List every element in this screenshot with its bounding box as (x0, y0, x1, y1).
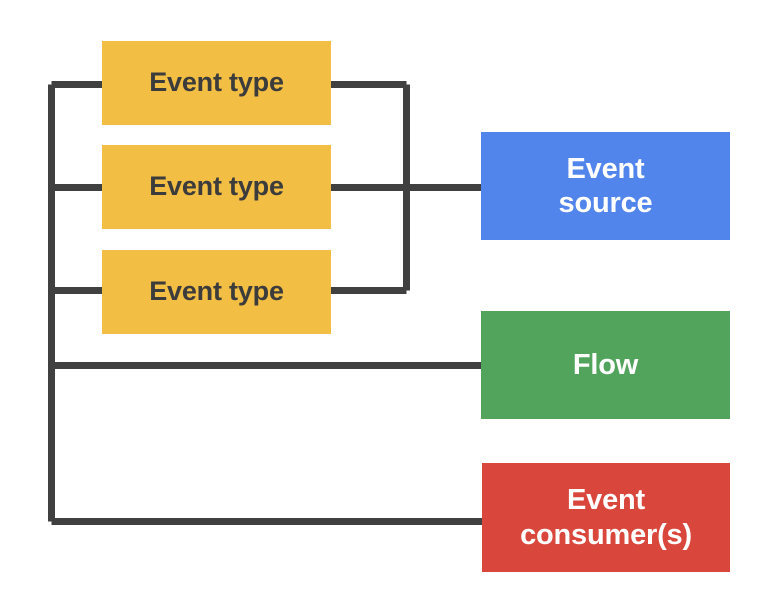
node-event-type-3[interactable]: Event type (102, 250, 331, 334)
node-label: Flow (572, 348, 639, 381)
node-label: Event consumer(s) (520, 484, 692, 551)
node-label: Event type (149, 67, 284, 98)
node-label: Event type (149, 276, 284, 307)
node-event-type-1[interactable]: Event type (102, 41, 331, 125)
node-label: Event source (558, 152, 653, 219)
node-flow[interactable]: Flow (481, 311, 730, 419)
node-event-type-2[interactable]: Event type (102, 145, 331, 229)
node-event-source[interactable]: Event source (481, 132, 730, 240)
node-label: Event type (149, 171, 284, 202)
node-event-consumers[interactable]: Event consumer(s) (482, 463, 730, 572)
